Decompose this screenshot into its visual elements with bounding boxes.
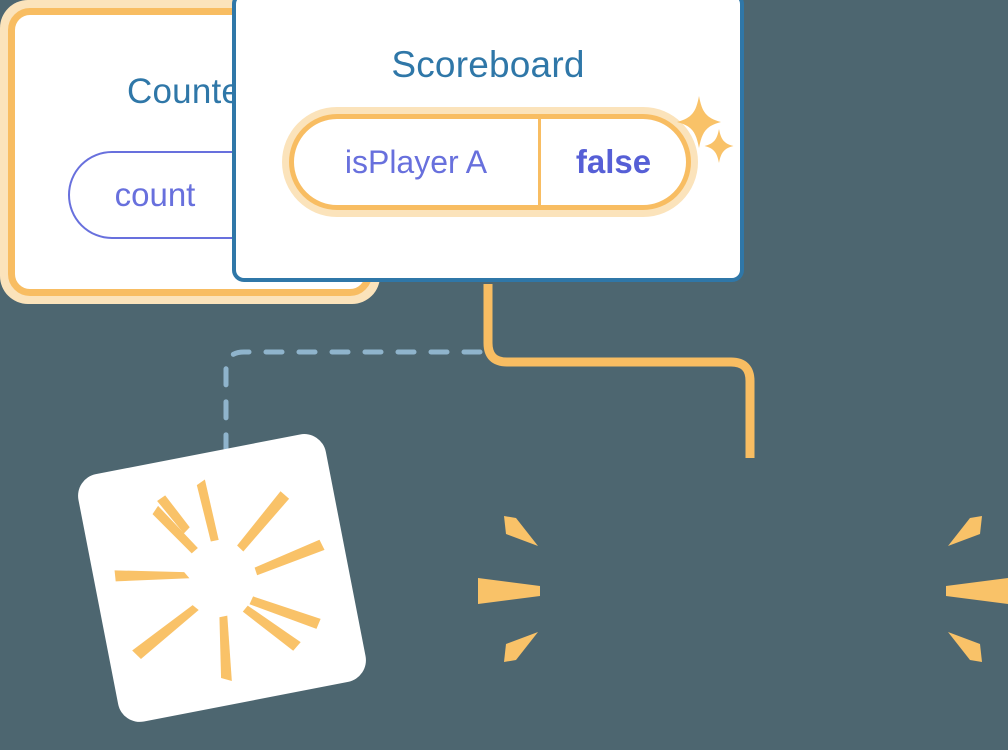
scoreboard-state-pill-inner: isPlayer A false bbox=[289, 114, 691, 210]
sparkle-large-icon bbox=[676, 96, 722, 148]
counter-rays-left-icon bbox=[478, 516, 540, 662]
scoreboard-state-pill[interactable]: isPlayer A false bbox=[282, 107, 698, 217]
scoreboard-state-value: false bbox=[575, 143, 652, 180]
flash-card[interactable] bbox=[74, 430, 370, 726]
sparkle-small-icon bbox=[704, 129, 734, 163]
connector-scoreboard-to-counter bbox=[483, 284, 755, 458]
counter-rays-right-icon bbox=[946, 516, 1008, 662]
burst-rays-icon bbox=[114, 479, 325, 682]
scoreboard-card[interactable]: Scoreboard isPlayer A false bbox=[232, 0, 744, 282]
connector-scoreboard-to-flash-card bbox=[223, 349, 483, 471]
counter-title: Counter bbox=[127, 72, 253, 111]
scoreboard-title: Scoreboard bbox=[391, 44, 585, 85]
scoreboard-state-key: isPlayer A bbox=[294, 119, 541, 205]
